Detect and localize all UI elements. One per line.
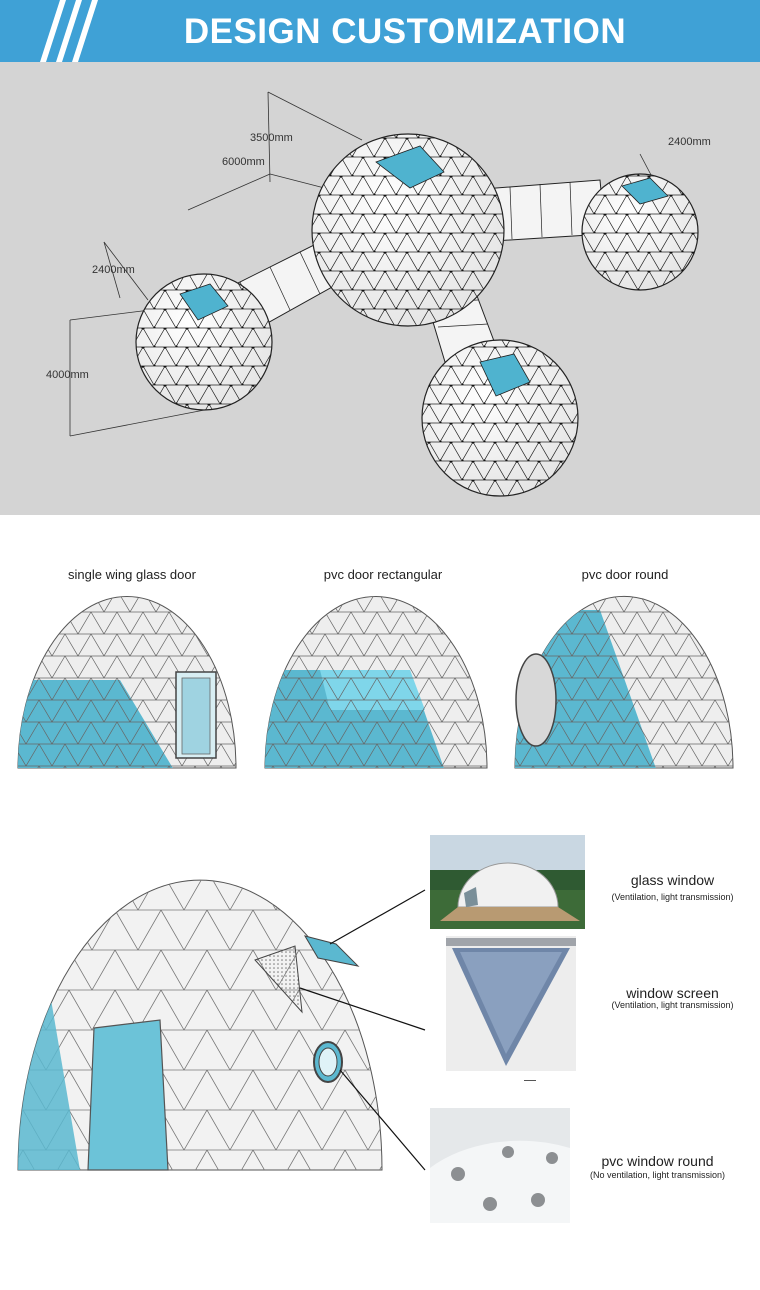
page-title: DESIGN CUSTOMIZATION: [183, 12, 627, 51]
door-panel: [87, 1019, 169, 1171]
dim-label: 6000mm: [222, 156, 265, 168]
window-screen: [254, 945, 303, 1014]
dome-bottom: [421, 339, 579, 497]
header-banner: DESIGN CUSTOMIZATION: [0, 0, 760, 62]
window-title: glass window: [630, 872, 715, 888]
dim-label: 3500mm: [250, 132, 293, 144]
dome-right: [581, 173, 699, 291]
door-label: single wing glass door: [68, 567, 196, 582]
glass-window: [303, 935, 360, 967]
separator-dash: [524, 1080, 536, 1081]
dim-label: 4000mm: [46, 369, 89, 381]
photo-pvc-window-round: [430, 1108, 570, 1223]
dome-pvc-round-door: [514, 595, 734, 769]
layout-diagram: 3500mm 6000mm 2400mm 2400mm 4000mm: [0, 62, 760, 515]
photo-window-screen: [446, 936, 576, 1071]
dome-center: [311, 133, 505, 327]
dome-pvc-rect-door: [264, 595, 488, 769]
photo-glass-window: [430, 835, 585, 929]
dim-label: 2400mm: [92, 264, 135, 276]
window-title: window screen: [626, 985, 719, 1001]
dome-glass-door: [17, 595, 237, 769]
door-label: pvc door rectangular: [323, 567, 443, 582]
window-title: pvc window round: [601, 1153, 714, 1169]
window-subtitle: (No ventilation, light transmission): [589, 1170, 726, 1180]
dome-windows-drawing: [17, 879, 426, 1171]
dome-left: [135, 273, 273, 411]
door-options-drawing: [17, 595, 734, 769]
window-subtitle: (Ventilation, light transmission): [611, 892, 734, 902]
dim-label: 2400mm: [668, 136, 711, 148]
dome-cluster-drawing: [69, 91, 699, 497]
window-subtitle: (Ventilation, light transmission): [611, 1000, 734, 1010]
door-label: pvc door round: [581, 567, 669, 582]
stripe-decoration-icon: [40, 0, 98, 62]
